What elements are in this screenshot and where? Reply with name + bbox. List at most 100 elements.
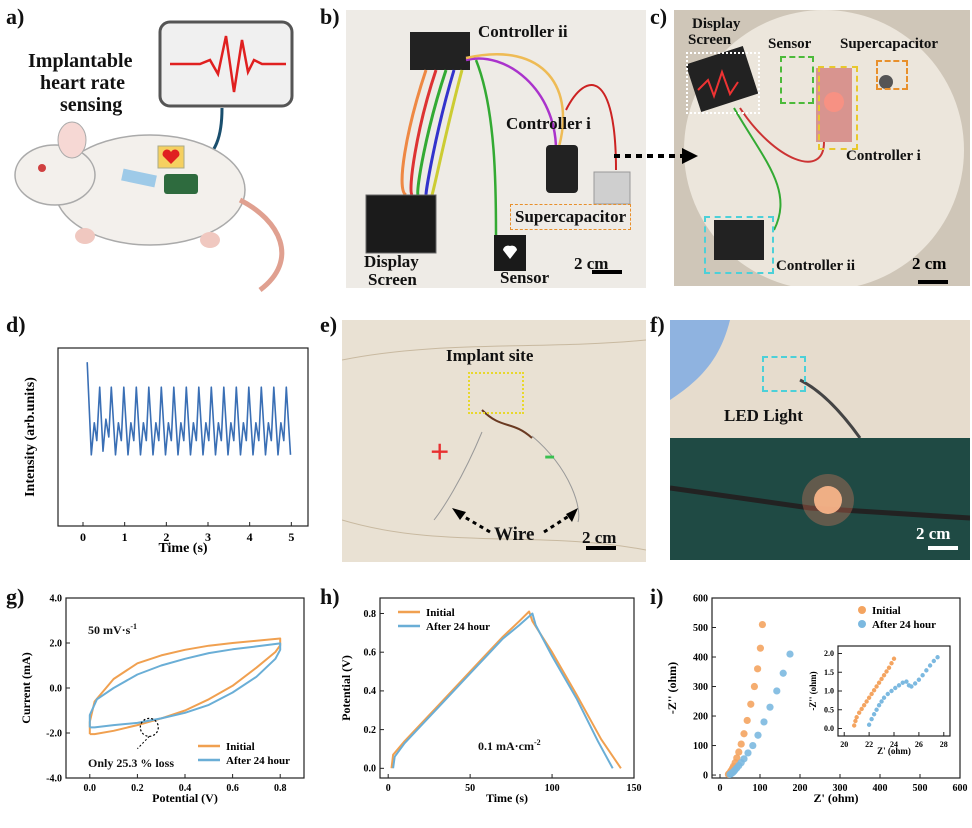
- chart-i-point: [740, 730, 748, 738]
- chart-g-xtick-label: 0.0: [84, 783, 97, 794]
- label-c-supercapacitor: Supercapacitor: [840, 36, 939, 52]
- chart-g-ytick-label: -2.0: [46, 728, 62, 739]
- arrow-b-to-c: [614, 148, 698, 164]
- label-supercapacitor: Supercapacitor: [510, 204, 632, 230]
- chart-i-point: [754, 665, 762, 673]
- chart-i-inset-point: [851, 723, 857, 728]
- chart-g-series-0: [88, 637, 282, 736]
- label-c-controller-i: Controller i: [846, 148, 921, 164]
- chart-i-ytick-label: 0: [703, 770, 708, 781]
- chart-g-xtick-label: 0.8: [274, 783, 287, 794]
- box-display: [686, 52, 760, 114]
- chart-i-inset-point: [881, 673, 887, 678]
- chart-i-point: [760, 718, 768, 726]
- chart-i-inset-point: [885, 691, 890, 697]
- current-density-text: 0.1 mA·cm: [478, 739, 534, 753]
- chart-i-xtick-label: 300: [833, 783, 848, 794]
- scan-rate-text: 50 mV·s: [88, 623, 131, 637]
- chart-i-xtick-label: 400: [873, 783, 888, 794]
- label-controller-i: Controller i: [506, 114, 591, 133]
- chart-g-xtick-label: 0.4: [179, 783, 192, 794]
- label-implant-site: Implant site: [446, 346, 534, 365]
- chart-i-point: [754, 731, 762, 739]
- chart-g-legend-label: After 24 hour: [226, 755, 290, 767]
- chart-i-inset-point: [861, 703, 867, 708]
- chart-i-inset-point: [874, 707, 879, 712]
- chart-i-inset-point: [884, 669, 889, 674]
- chart-i-inset-point: [871, 688, 877, 693]
- chart-i-point: [747, 700, 755, 708]
- chart-i-inset-point: [920, 673, 925, 678]
- label-sensor: Sensor: [500, 268, 550, 287]
- chart-i-inset-point: [876, 703, 882, 708]
- chart-h-xtick-label: 150: [627, 783, 642, 794]
- chart-h-ylabel: Potential (V): [339, 655, 353, 721]
- chart-i-inset-point: [916, 677, 922, 682]
- led-photo-bottom: [670, 438, 970, 560]
- chart-i-point: [756, 644, 764, 652]
- chart-i-inset-point: [912, 681, 918, 686]
- chart-i-inset-ylabel: -Z'' (ohm): [808, 671, 818, 710]
- chart-i-legend-label: After 24 hour: [872, 619, 936, 631]
- chart-h-ytick-label: 0.6: [364, 648, 377, 659]
- chart-i-inset-point: [854, 715, 859, 720]
- box-controller-ii: [704, 216, 774, 274]
- panel-a: a) Implantable heart rate sensing: [0, 0, 320, 300]
- chart-i-xtick-label: 0: [718, 783, 723, 794]
- chart-i-legend-marker: [858, 620, 866, 628]
- chart-d-xtick-label: 0: [80, 530, 86, 544]
- chart-d-xtick-label: 4: [247, 530, 253, 544]
- chart-i-inset-point: [856, 710, 862, 715]
- chart-h-series-1: [392, 612, 614, 769]
- box-implant-site: [468, 372, 524, 414]
- chart-i-inset-point: [866, 695, 872, 700]
- box-sensor: [780, 56, 814, 104]
- chart-i-inset-xtick-label: 22: [865, 740, 873, 749]
- chart-g-xlabel: Potential (V): [152, 791, 218, 805]
- chart-i-point: [735, 748, 743, 756]
- chart-i-xtick-label: 600: [953, 783, 968, 794]
- chart-g-ytick-label: 4.0: [50, 593, 63, 604]
- chart-i-xlabel: Z' (ohm): [814, 791, 859, 805]
- panel-c: c) Display Screen Sensor Supercapacitor …: [650, 0, 972, 300]
- chart-h-xlabel: Time (s): [486, 791, 528, 805]
- label-plus: +: [430, 434, 450, 471]
- chart-i-inset-ytick-label: 0.5: [824, 705, 834, 714]
- chart-d-xtick-label: 1: [122, 530, 128, 544]
- scale-bar-c: 2 cm: [912, 254, 947, 273]
- scan-rate: 50 mV·s-1: [88, 622, 137, 638]
- chart-g-loss-circle: [139, 717, 159, 737]
- panel-label-f: f): [650, 312, 665, 337]
- chart-i-ytick-label: 300: [693, 682, 708, 693]
- chart-i-inset-point: [859, 706, 864, 712]
- chart-i-inset-point: [889, 688, 894, 694]
- label-display-2: Screen: [368, 270, 417, 289]
- label-display-1: Display: [364, 252, 419, 271]
- box-led: [762, 356, 806, 392]
- panel-label-d: d): [6, 312, 26, 337]
- chart-i-inset-point: [876, 680, 882, 685]
- chart-i-point: [744, 749, 752, 757]
- led-photo-top: [670, 320, 970, 438]
- box-supercapacitor: [876, 60, 908, 90]
- mouse-illustration: [14, 20, 294, 292]
- chart-i-inset-point: [935, 655, 940, 660]
- panel-label-h: h): [320, 584, 340, 609]
- scale-bar-b: 2 cm: [574, 254, 609, 273]
- chart-i-inset-point: [889, 661, 894, 666]
- chart-i-xtick-label: 100: [753, 783, 768, 794]
- label-c-display-2: Screen: [688, 32, 732, 48]
- chart-i-inset-xtick-label: 20: [840, 740, 848, 749]
- chart-i-inset-point: [869, 716, 874, 722]
- chart-i-inset-point: [853, 718, 858, 724]
- chart-g-series-1: [88, 642, 282, 729]
- chart-d-xlabel: Time (s): [158, 541, 207, 556]
- current-density-sup: -2: [534, 738, 541, 747]
- chart-i-point: [779, 669, 787, 677]
- chart-i-ytick-label: 600: [693, 593, 708, 604]
- current-density: 0.1 mA·cm-2: [478, 738, 541, 754]
